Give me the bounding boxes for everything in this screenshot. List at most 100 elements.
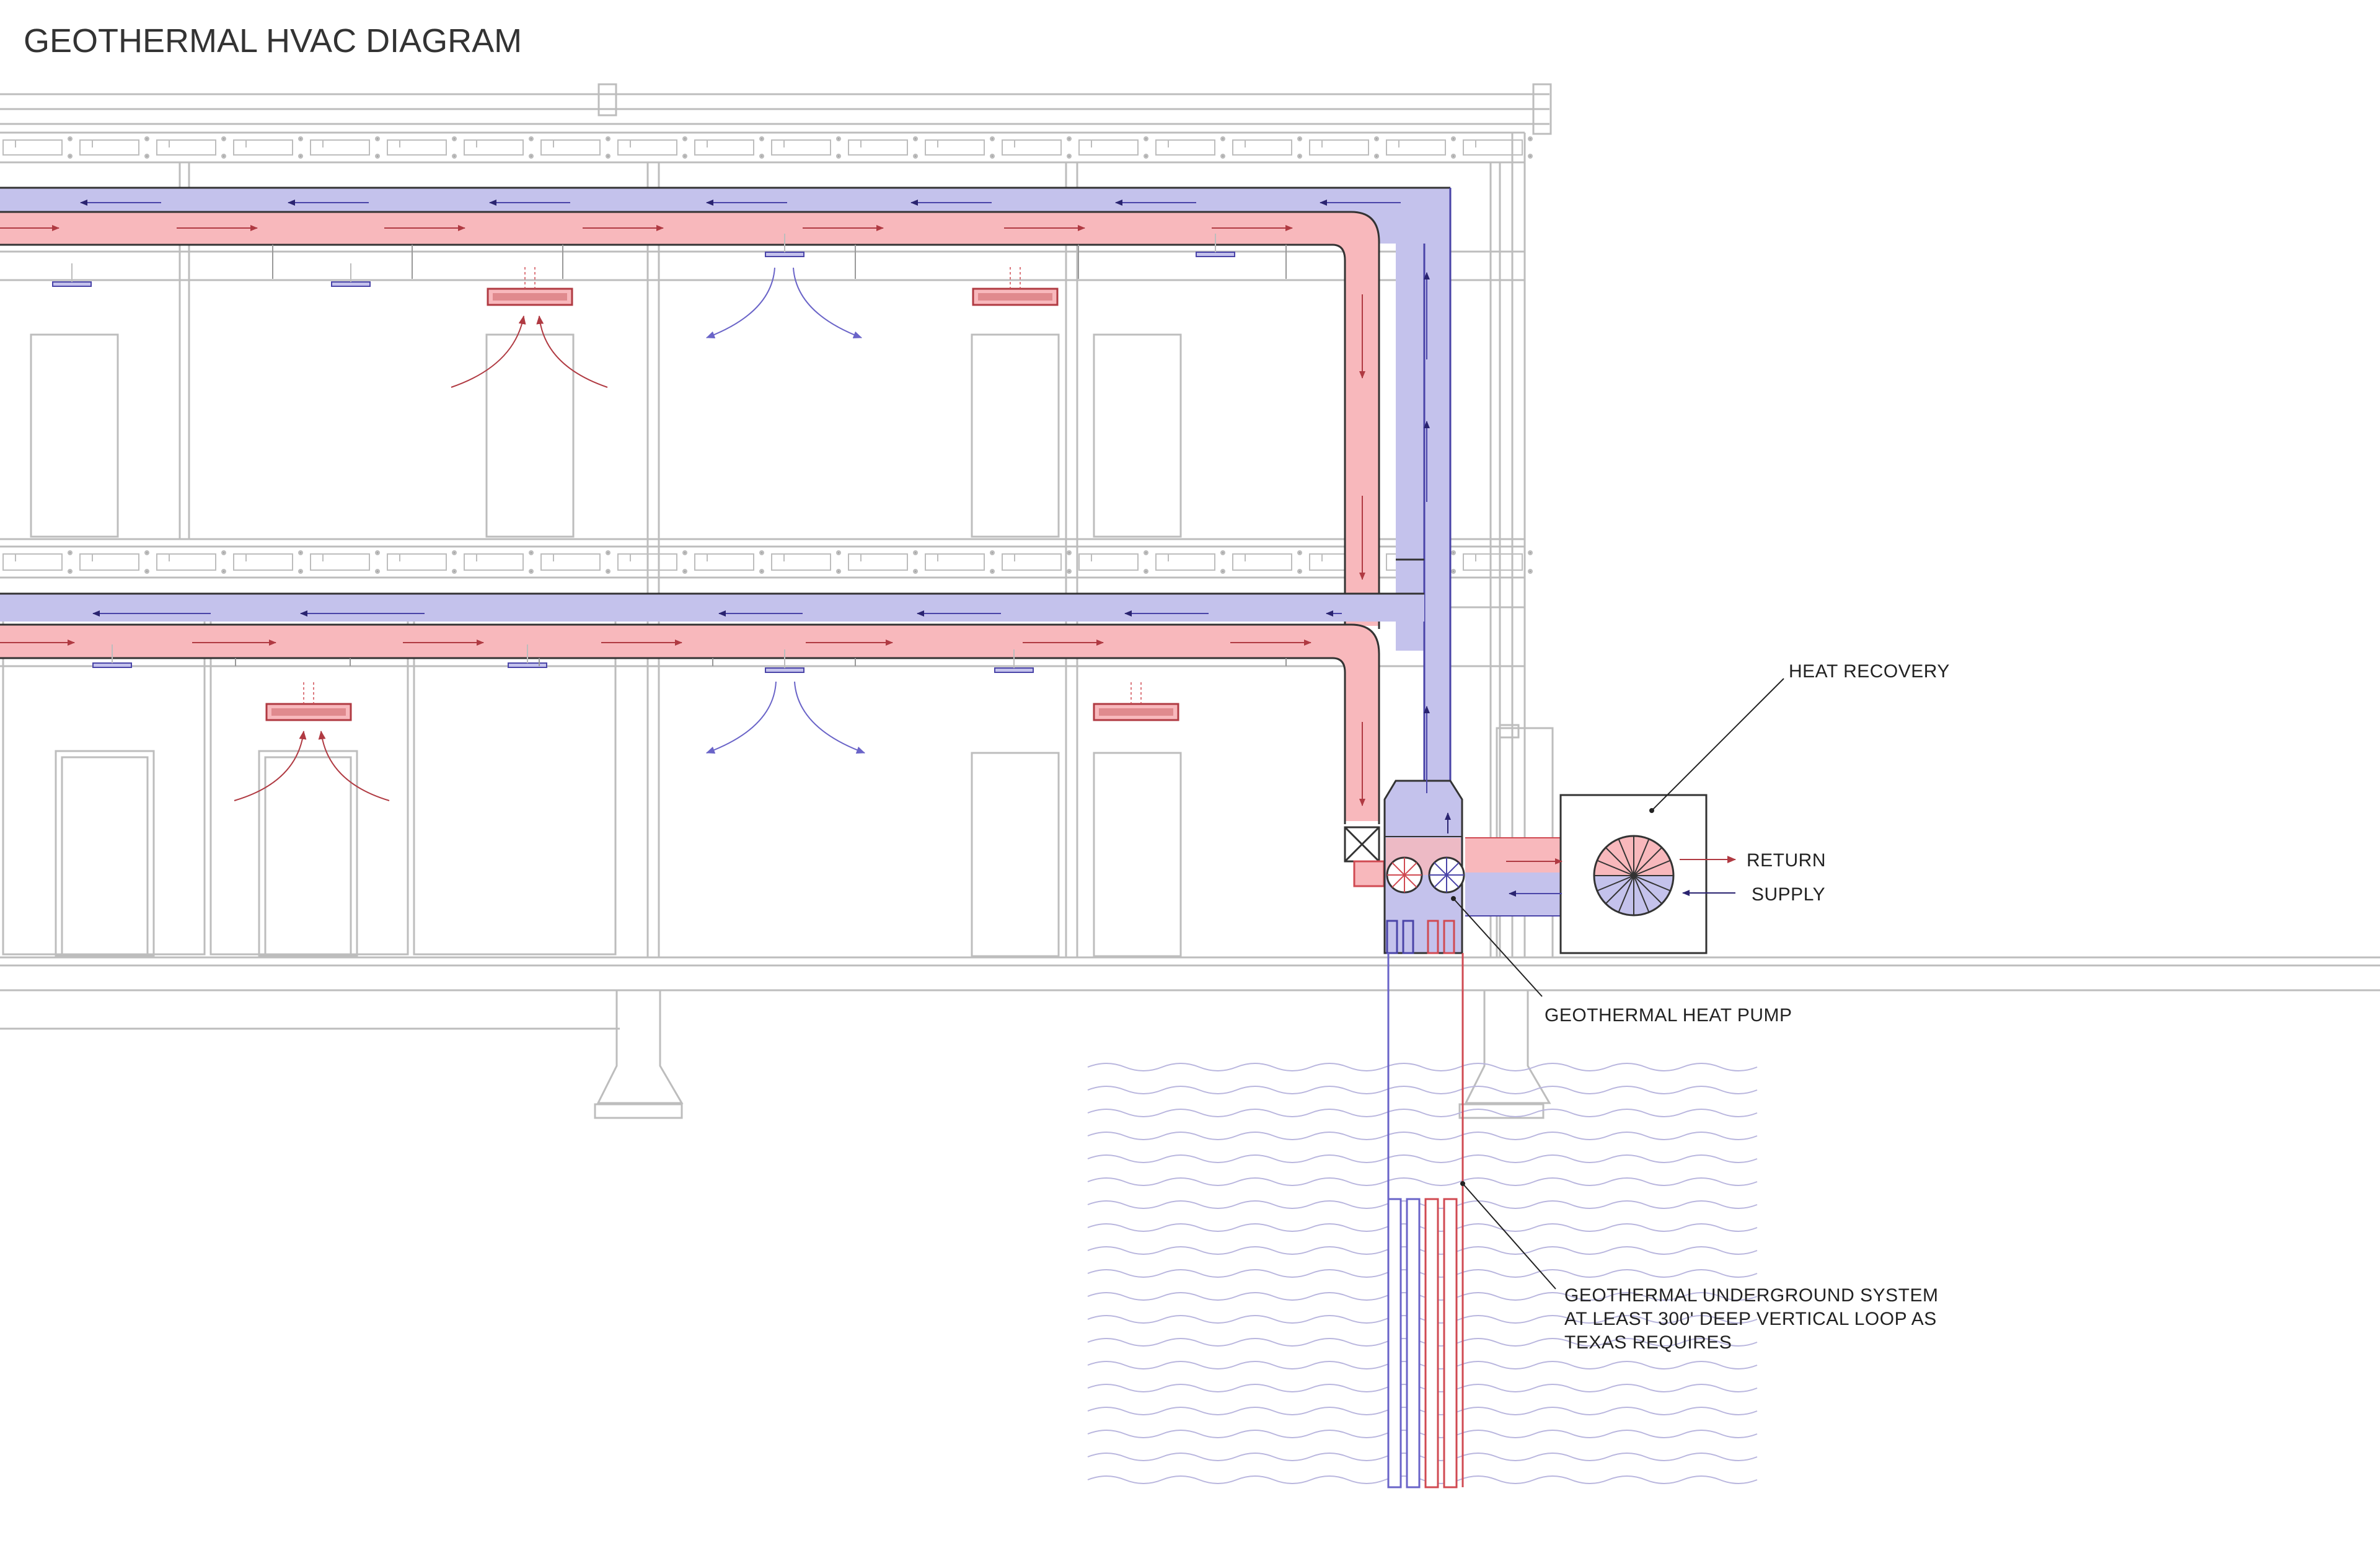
soil-wave [1087, 1338, 1758, 1347]
soil-wave [1087, 1223, 1758, 1232]
truss-bolt [1220, 550, 1225, 555]
truss-panel [1232, 139, 1292, 156]
truss-panel [694, 139, 754, 156]
lower-supply-duct [0, 625, 1379, 821]
wheel-spoke [1633, 847, 1662, 876]
truss-bolt [990, 154, 995, 159]
soil-waves [1087, 1063, 1758, 1484]
truss-panel [617, 139, 677, 156]
truss-panel [387, 553, 447, 571]
return-diffuser [508, 662, 547, 668]
truss-bolt [221, 569, 226, 574]
truss-bolt [913, 569, 918, 574]
truss-bolt [606, 136, 610, 141]
upper-truss [2, 136, 1533, 159]
return-diffuser [765, 667, 804, 673]
truss-bolt [1451, 154, 1456, 159]
lower-truss [2, 550, 1533, 574]
truss-bolt [452, 550, 457, 555]
register-grille [493, 293, 567, 301]
supply-airflow-arrow [451, 315, 526, 388]
underground-label-line3: TEXAS REQUIRES [1564, 1332, 1732, 1353]
truss-bolt [452, 154, 457, 159]
truss-bolt [759, 154, 764, 159]
truss-bolt [1528, 154, 1533, 159]
truss-bolt [375, 154, 380, 159]
supply-airflow-arrow [234, 731, 307, 801]
truss-bolt [529, 569, 534, 574]
soil-wave [1087, 1361, 1758, 1369]
soil-wave [1087, 1430, 1758, 1438]
truss-panel [310, 139, 370, 156]
truss-bolt [1451, 136, 1456, 141]
truss-bolt [1528, 550, 1533, 555]
soil-wave [1087, 1246, 1758, 1255]
truss-panel [771, 553, 831, 571]
page-title: GEOTHERMAL HVAC DIAGRAM [24, 22, 522, 59]
soil-wave [1087, 1475, 1758, 1484]
truss-bolt [1374, 154, 1379, 159]
truss-bolt [1451, 550, 1456, 555]
truss-bolt [298, 154, 303, 159]
truss-bolt [1144, 136, 1148, 141]
truss-bolt [913, 154, 918, 159]
soil-wave [1087, 1154, 1758, 1163]
truss-panel [925, 139, 985, 156]
soil-wave [1087, 1109, 1758, 1117]
lower-return-duct [0, 594, 1424, 622]
wheel-spoke [1618, 875, 1634, 913]
soil-wave [1087, 1453, 1758, 1461]
truss-bolt [1297, 154, 1302, 159]
truss-bolt [1144, 550, 1148, 555]
truss-bolt [1067, 550, 1072, 555]
truss-bolt [606, 569, 610, 574]
truss-bolt [68, 136, 73, 141]
truss-panel [848, 139, 908, 156]
truss-bolt [1144, 569, 1148, 574]
flow-arrows [0, 200, 1562, 897]
truss-bolt [375, 569, 380, 574]
truss-bolt [990, 550, 995, 555]
building-structure [0, 83, 2380, 1119]
truss-panel [925, 553, 985, 571]
truss-bolt [1374, 136, 1379, 141]
truss-bolt [759, 569, 764, 574]
underground-label-line1: GEOTHERMAL UNDERGROUND SYSTEM [1564, 1285, 1938, 1306]
truss-bolt [452, 569, 457, 574]
fan-blade [1391, 874, 1405, 888]
truss-bolt [990, 569, 995, 574]
truss-panel [156, 553, 216, 571]
wheel-spoke [1633, 875, 1650, 913]
truss-bolt [1297, 569, 1302, 574]
truss-panel [1386, 139, 1446, 156]
truss-bolt [68, 154, 73, 159]
truss-panel [233, 139, 293, 156]
wheel-spoke [1597, 875, 1634, 892]
truss-bolt [913, 550, 918, 555]
heat-recovery-label: HEAT RECOVERY [1789, 661, 1950, 682]
return-diffuser [1196, 252, 1235, 257]
return-diffuser [331, 281, 371, 287]
truss-panel [1002, 139, 1062, 156]
truss-bolt [452, 136, 457, 141]
fan-blade [1404, 874, 1417, 888]
truss-panel [233, 553, 293, 571]
truss-panel [848, 553, 908, 571]
truss-bolt [836, 136, 841, 141]
truss-bolt [990, 136, 995, 141]
return-airflow-arrow [793, 267, 862, 338]
truss-bolt [682, 136, 687, 141]
truss-bolt [682, 154, 687, 159]
truss-panel [156, 139, 216, 156]
fan-blade [1391, 862, 1405, 876]
truss-panel [1155, 553, 1215, 571]
truss-bolt [1297, 550, 1302, 555]
heat-pump-label: GEOTHERMAL HEAT PUMP [1545, 1005, 1792, 1026]
soil-wave [1087, 1177, 1758, 1186]
soil-wave [1087, 1292, 1758, 1301]
truss-bolt [221, 154, 226, 159]
truss-panel [1309, 139, 1369, 156]
soil-wave [1087, 1200, 1758, 1209]
truss-bolt [221, 550, 226, 555]
truss-panel [2, 139, 63, 156]
